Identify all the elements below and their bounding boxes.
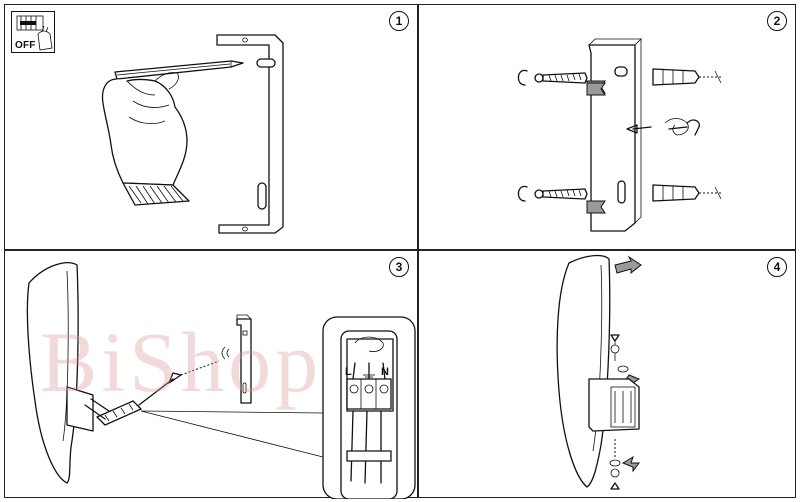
mounting-lamp-illustration: [419, 251, 797, 499]
step-4-panel: 4: [418, 250, 796, 498]
live-terminal-label: L: [345, 366, 352, 378]
step-3-panel: 3: [4, 250, 418, 498]
marking-holes-illustration: [5, 5, 419, 251]
step-1-panel: OFF 1: [4, 4, 418, 250]
fixing-bracket-illustration: [419, 5, 797, 251]
step-2-panel: 2: [418, 4, 796, 250]
neutral-terminal-label: N: [381, 366, 389, 378]
wiring-illustration: [5, 251, 419, 499]
